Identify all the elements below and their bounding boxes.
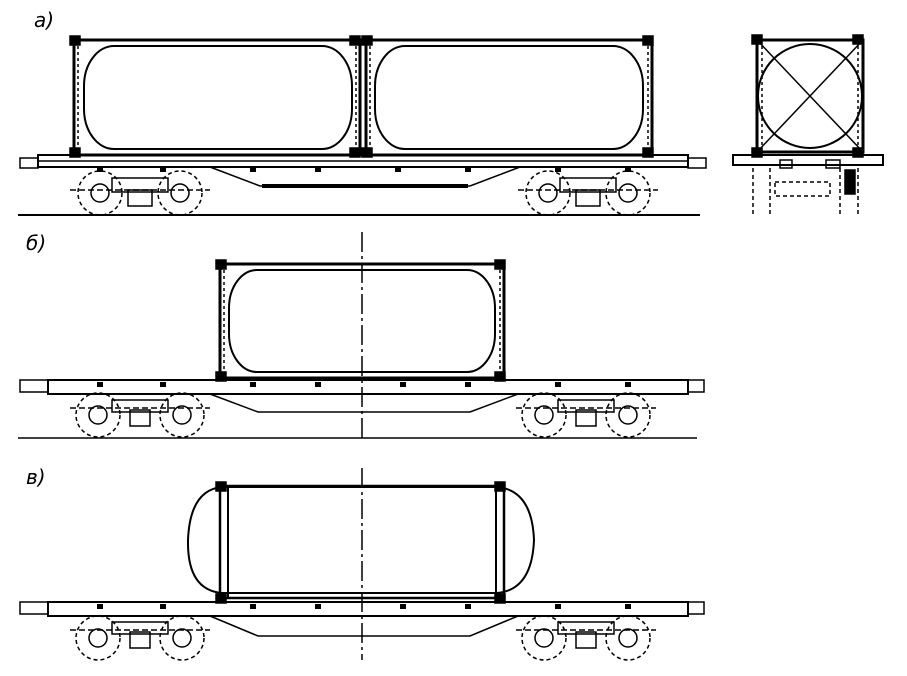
panel-a-container-2 <box>362 36 653 157</box>
panel-a-side-view <box>18 36 706 215</box>
panel-label-v: в) <box>26 465 46 489</box>
panel-v-side-view <box>20 468 704 660</box>
panel-label-b: б) <box>26 231 47 255</box>
panel-label-a: а) <box>34 8 55 32</box>
panel-v-platform <box>20 602 704 636</box>
panel-b-platform <box>20 380 704 412</box>
panel-v-bogie-right <box>516 616 656 660</box>
panel-a-platform <box>20 155 706 186</box>
panel-b-side-view <box>18 232 704 440</box>
panel-v-bogie-left <box>70 616 210 660</box>
panel-b-container <box>216 260 505 381</box>
panel-a-bogie-right <box>518 171 658 215</box>
panel-a-end-view <box>733 35 883 215</box>
panel-b-bogie-right <box>516 393 656 437</box>
panel-b-bogie-left <box>70 393 210 437</box>
panel-a-bogie-left <box>70 171 210 215</box>
panel-v-tank-container <box>188 482 534 603</box>
panel-a-container-1 <box>70 36 360 157</box>
